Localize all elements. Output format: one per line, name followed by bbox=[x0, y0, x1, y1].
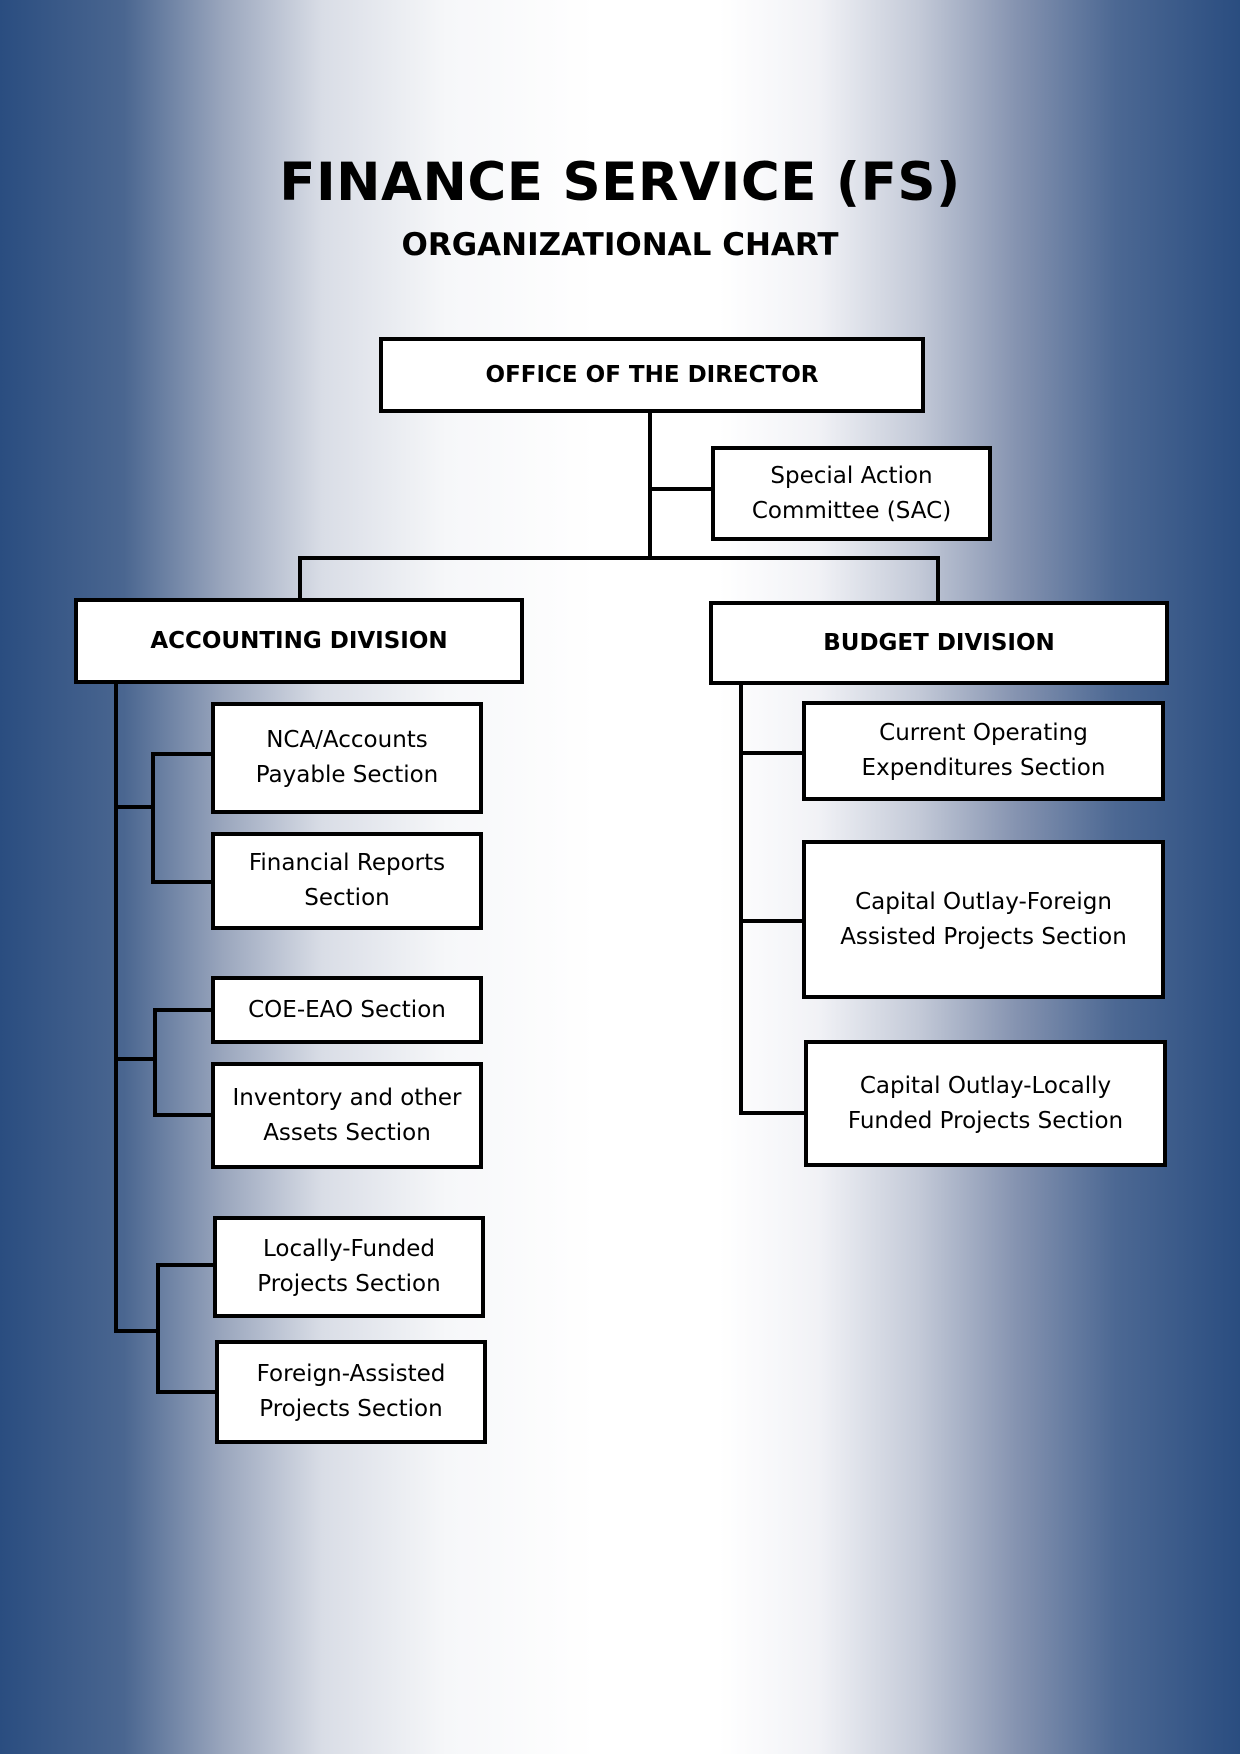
budget-division-box: BUDGET DIVISION bbox=[709, 601, 1169, 685]
office-of-the-director-box: OFFICE OF THE DIRECTOR bbox=[379, 337, 925, 413]
capital-outlay-locally-funded-projects-section-box: Capital Outlay-Locally Funded Projects S… bbox=[804, 1040, 1167, 1167]
nca-accounts-payable-section-box: NCA/Accounts Payable Section bbox=[211, 702, 483, 814]
foreign-assisted-projects-section-box: Foreign-Assisted Projects Section bbox=[215, 1340, 487, 1444]
special-action-committee-box: Special Action Committee (SAC) bbox=[711, 446, 992, 541]
locally-funded-projects-section-box: Locally-Funded Projects Section bbox=[213, 1216, 485, 1318]
accounting-division-box: ACCOUNTING DIVISION bbox=[74, 598, 524, 684]
page-title: FINANCE SERVICE (FS) bbox=[279, 152, 961, 213]
current-operating-expenditures-section-box: Current Operating Expenditures Section bbox=[802, 701, 1165, 801]
financial-reports-section-box: Financial Reports Section bbox=[211, 832, 483, 930]
inventory-and-other-assets-section-box: Inventory and other Assets Section bbox=[211, 1062, 483, 1169]
capital-outlay-foreign-assisted-projects-section-box: Capital Outlay-Foreign Assisted Projects… bbox=[802, 840, 1165, 999]
page-subtitle: ORGANIZATIONAL CHART bbox=[401, 227, 839, 263]
coe-eao-section-box: COE-EAO Section bbox=[211, 976, 483, 1044]
